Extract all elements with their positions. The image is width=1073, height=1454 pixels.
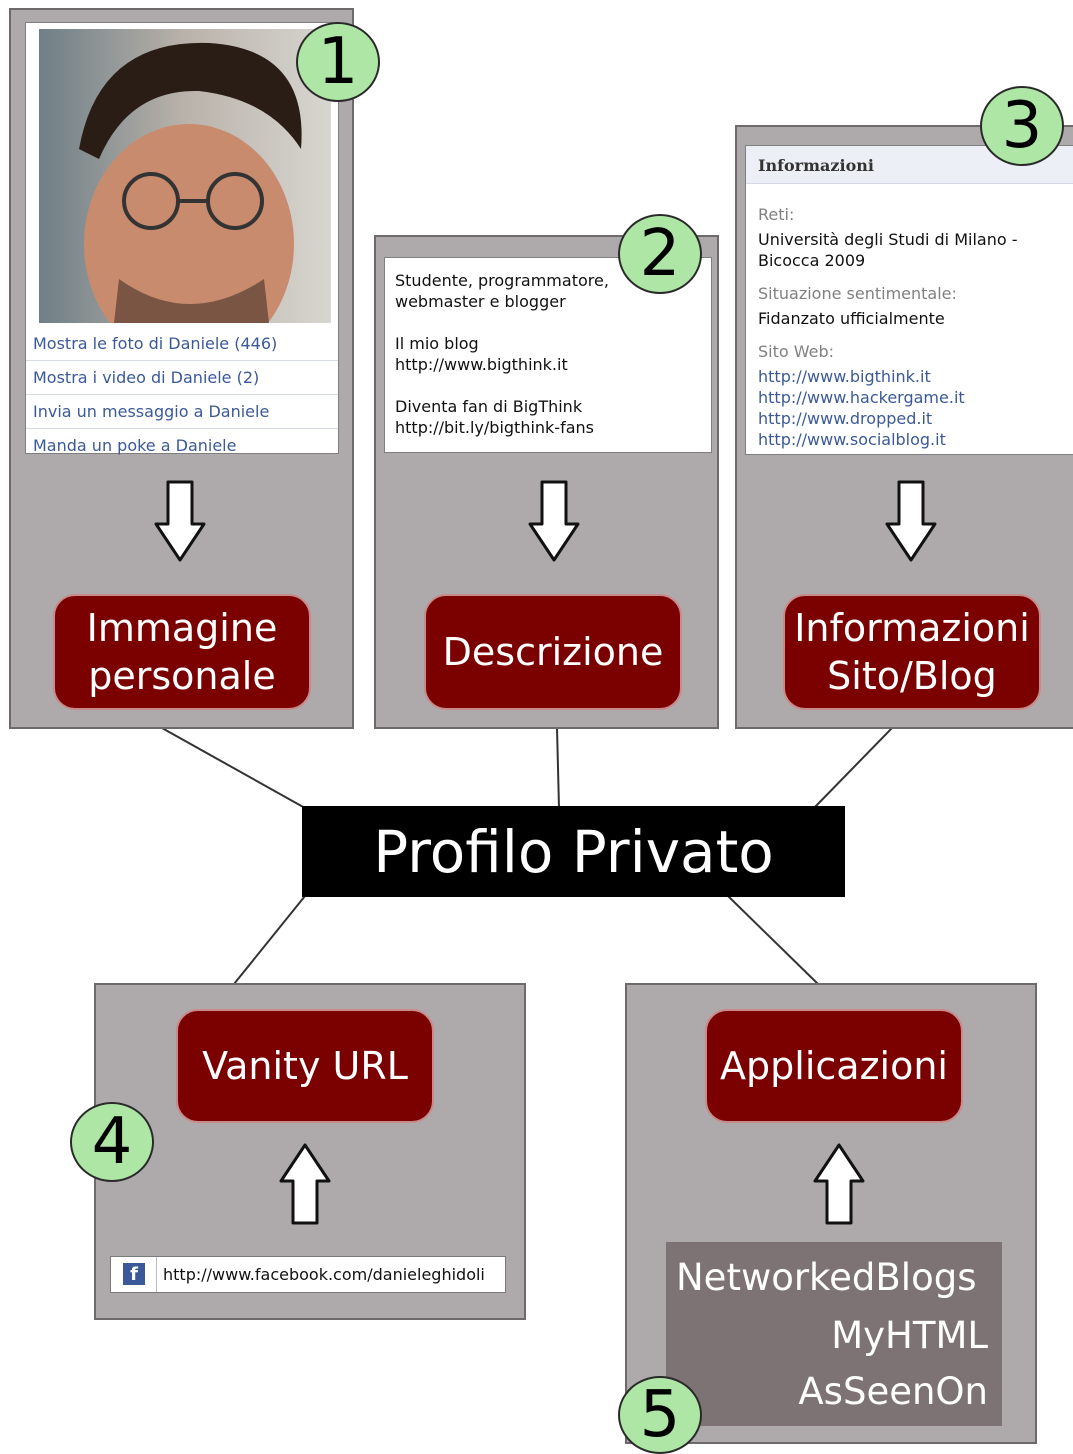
label-line-2: Sito/Blog	[827, 654, 997, 698]
panel-immagine-personale: Mostra le foto di Daniele (446) Mostra i…	[9, 8, 354, 729]
info-body: Reti: Università degli Studi di Milano -…	[758, 204, 1068, 450]
label-text: Applicazioni	[720, 1044, 948, 1088]
panel-descrizione: Studente, programmatore, webmaster e blo…	[374, 235, 719, 729]
desc-line-1: Studente, programmatore,	[395, 271, 609, 290]
fan-link[interactable]: http://bit.ly/bigthink-fans	[395, 418, 594, 437]
sito-label: Sito Web:	[758, 342, 835, 361]
profile-photo	[39, 29, 331, 323]
situazione-label: Situazione sentimentale:	[758, 284, 957, 303]
reti-label: Reti:	[758, 205, 795, 224]
fan-label: Diventa fan di BigThink	[395, 397, 583, 416]
desc-line-2: webmaster e blogger	[395, 292, 566, 311]
label-line-1: Informazioni	[794, 606, 1030, 650]
app-myhtml: MyHTML	[831, 1314, 988, 1357]
connector-panel5	[727, 895, 819, 985]
connector-panel2	[556, 727, 560, 809]
label-text: Vanity URL	[202, 1044, 408, 1088]
app-networkedblogs: NetworkedBlogs	[676, 1256, 977, 1299]
arrow-down-icon	[154, 480, 206, 562]
badge-3: 3	[980, 86, 1064, 166]
site-link-4[interactable]: http://www.socialblog.it	[758, 430, 946, 449]
connector-panel1	[161, 727, 306, 809]
facebook-icon: f	[123, 1263, 145, 1285]
label-applicazioni: Applicazioni	[705, 1009, 963, 1123]
vanity-url-bar[interactable]: f http://www.facebook.com/danieleghidoli	[110, 1256, 506, 1293]
site-link-3[interactable]: http://www.dropped.it	[758, 409, 933, 428]
panel-informazioni: Informazioni Reti: Università degli Stud…	[735, 125, 1073, 729]
badge-1: 1	[296, 22, 380, 102]
arrow-up-icon	[813, 1143, 865, 1225]
link-videos[interactable]: Mostra i video di Daniele (2)	[26, 361, 338, 395]
site-link-2[interactable]: http://www.hackergame.it	[758, 388, 965, 407]
profile-card: Mostra le foto di Daniele (446) Mostra i…	[25, 22, 339, 455]
label-vanity-url: Vanity URL	[176, 1009, 434, 1123]
badge-2: 2	[618, 214, 702, 294]
vanity-url-text: http://www.facebook.com/danieleghidoli	[163, 1265, 485, 1284]
info-card: Informazioni Reti: Università degli Stud…	[745, 145, 1073, 455]
situazione-value: Fidanzato ufficialmente	[758, 309, 945, 328]
label-line-2: personale	[88, 654, 276, 698]
label-immagine-personale: Immagine personale	[53, 594, 311, 710]
connector-panel4	[233, 895, 306, 985]
apps-box: NetworkedBlogs MyHTML AsSeenOn	[666, 1242, 1002, 1426]
connector-panel3	[813, 727, 893, 809]
label-descrizione: Descrizione	[424, 594, 682, 710]
center-title: Profilo Privato	[373, 817, 774, 886]
center-title-box: Profilo Privato	[302, 806, 845, 897]
arrow-up-icon	[279, 1143, 331, 1225]
panel-applicazioni: Applicazioni NetworkedBlogs MyHTML AsSee…	[625, 983, 1037, 1444]
url-divider	[156, 1257, 157, 1292]
reti-line-1: Università degli Studi di Milano -	[758, 230, 1018, 249]
app-asseenon: AsSeenOn	[798, 1370, 988, 1413]
panel-vanity-url: Vanity URL f http://www.facebook.com/dan…	[94, 983, 526, 1320]
badge-4: 4	[70, 1102, 154, 1182]
badge-5: 5	[618, 1376, 702, 1454]
arrow-down-icon	[885, 480, 937, 562]
profile-links: Mostra le foto di Daniele (446) Mostra i…	[26, 327, 338, 462]
reti-line-2: Bicocca 2009	[758, 251, 866, 270]
label-text: Descrizione	[442, 630, 664, 674]
link-message[interactable]: Invia un messaggio a Daniele	[26, 395, 338, 429]
site-link-1[interactable]: http://www.bigthink.it	[758, 367, 931, 386]
blog-label: Il mio blog	[395, 334, 479, 353]
blog-link[interactable]: http://www.bigthink.it	[395, 355, 568, 374]
label-informazioni: Informazioni Sito/Blog	[783, 594, 1041, 710]
link-poke[interactable]: Manda un poke a Daniele	[33, 436, 237, 455]
link-photos[interactable]: Mostra le foto di Daniele (446)	[26, 327, 338, 361]
info-header-text: Informazioni	[758, 156, 874, 175]
arrow-down-icon	[528, 480, 580, 562]
label-line-1: Immagine	[86, 606, 278, 650]
